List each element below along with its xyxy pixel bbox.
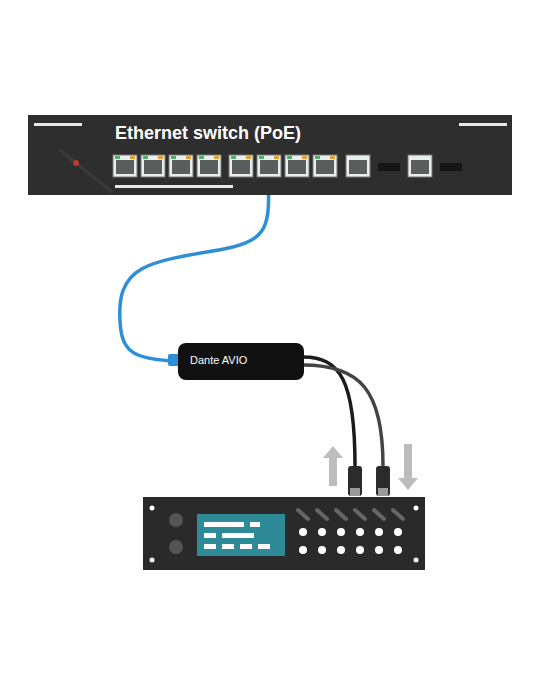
switch-shade	[60, 150, 112, 192]
port-led	[302, 156, 307, 159]
port-socket	[232, 160, 250, 174]
rack-knob	[317, 510, 327, 519]
ethernet-port	[313, 155, 337, 177]
rack-device	[143, 497, 425, 570]
rack-button	[375, 528, 383, 536]
xlr-cable	[303, 365, 383, 466]
port-led	[171, 156, 176, 159]
screen-bar	[204, 522, 244, 527]
port-led	[259, 156, 264, 159]
screen-bar	[240, 544, 252, 549]
screen-bar	[250, 522, 260, 527]
rack-screen	[197, 514, 285, 556]
port-led	[143, 156, 148, 159]
rack-button	[356, 546, 364, 554]
rack-knob	[298, 510, 308, 519]
port-led	[231, 156, 236, 159]
ethernet-port	[169, 155, 193, 177]
ethernet-port	[141, 155, 165, 177]
rack-buttons	[298, 510, 403, 554]
port-led	[158, 156, 163, 159]
screen-bar	[222, 544, 234, 549]
rack-knob	[374, 510, 384, 519]
power-led	[73, 160, 79, 166]
port-socket	[316, 160, 334, 174]
switch-trim	[459, 123, 507, 126]
signal-arrow	[323, 446, 343, 486]
port-led	[274, 156, 279, 159]
rack-knob	[169, 540, 183, 554]
xlr-connector	[350, 488, 360, 496]
port-socket	[200, 160, 218, 174]
node-label: Dante AVIO	[190, 354, 294, 366]
port-socket	[116, 160, 134, 174]
rack-hole	[414, 506, 419, 511]
switch-trim	[115, 185, 233, 188]
xlr-connector	[376, 466, 390, 496]
port-socket	[260, 160, 278, 174]
ethernet-port	[257, 155, 281, 177]
port-socket	[288, 160, 306, 174]
port-led	[186, 156, 191, 159]
rack-hole	[150, 506, 155, 511]
rack-button	[375, 546, 383, 554]
rack-hole	[414, 558, 419, 563]
rack-knob	[336, 510, 346, 519]
rack-button	[356, 528, 364, 536]
port-led	[130, 156, 135, 159]
adapter-box: Dante AVIO	[178, 343, 304, 380]
ports	[113, 155, 462, 177]
ethernet-port	[197, 155, 221, 177]
port-socket	[144, 160, 162, 174]
ethernet-cable	[120, 195, 269, 362]
rack-button	[394, 528, 402, 536]
port-led	[199, 156, 204, 159]
port-socket	[411, 160, 429, 174]
switch-box: Ethernet switch (PoE)	[28, 115, 512, 195]
rack-button	[337, 528, 345, 536]
ethernet-port	[285, 155, 309, 177]
rack-button	[318, 546, 326, 554]
port-led	[287, 156, 292, 159]
uplink-port	[408, 155, 432, 177]
xlr-connector	[378, 488, 388, 496]
node-label: Ethernet switch (PoE)	[115, 123, 504, 144]
port-led	[315, 156, 320, 159]
ethernet-port	[113, 155, 137, 177]
rack-knob	[355, 510, 365, 519]
screen-bar	[222, 533, 254, 538]
rack-button	[299, 528, 307, 536]
signal-arrow	[398, 444, 418, 490]
rack-knob	[169, 513, 183, 527]
rack-hole	[150, 558, 155, 563]
rack-knob	[393, 510, 403, 519]
screen-bar	[204, 533, 216, 538]
port-led	[214, 156, 219, 159]
switch-trim	[34, 123, 82, 126]
port-led	[330, 156, 335, 159]
port-socket	[172, 160, 190, 174]
port-socket	[349, 160, 367, 174]
screen-bar	[204, 544, 216, 549]
rack-button	[337, 546, 345, 554]
sfp-slot	[378, 163, 400, 171]
rack-button	[299, 546, 307, 554]
xlr-connector	[348, 466, 362, 496]
screen-bar	[258, 544, 270, 549]
port-led	[115, 156, 120, 159]
rack-button	[318, 528, 326, 536]
ethernet-port	[229, 155, 253, 177]
sfp-slot	[440, 163, 462, 171]
switch-body	[28, 115, 512, 195]
rack-button	[394, 546, 402, 554]
port-led	[246, 156, 251, 159]
uplink-port	[346, 155, 370, 177]
